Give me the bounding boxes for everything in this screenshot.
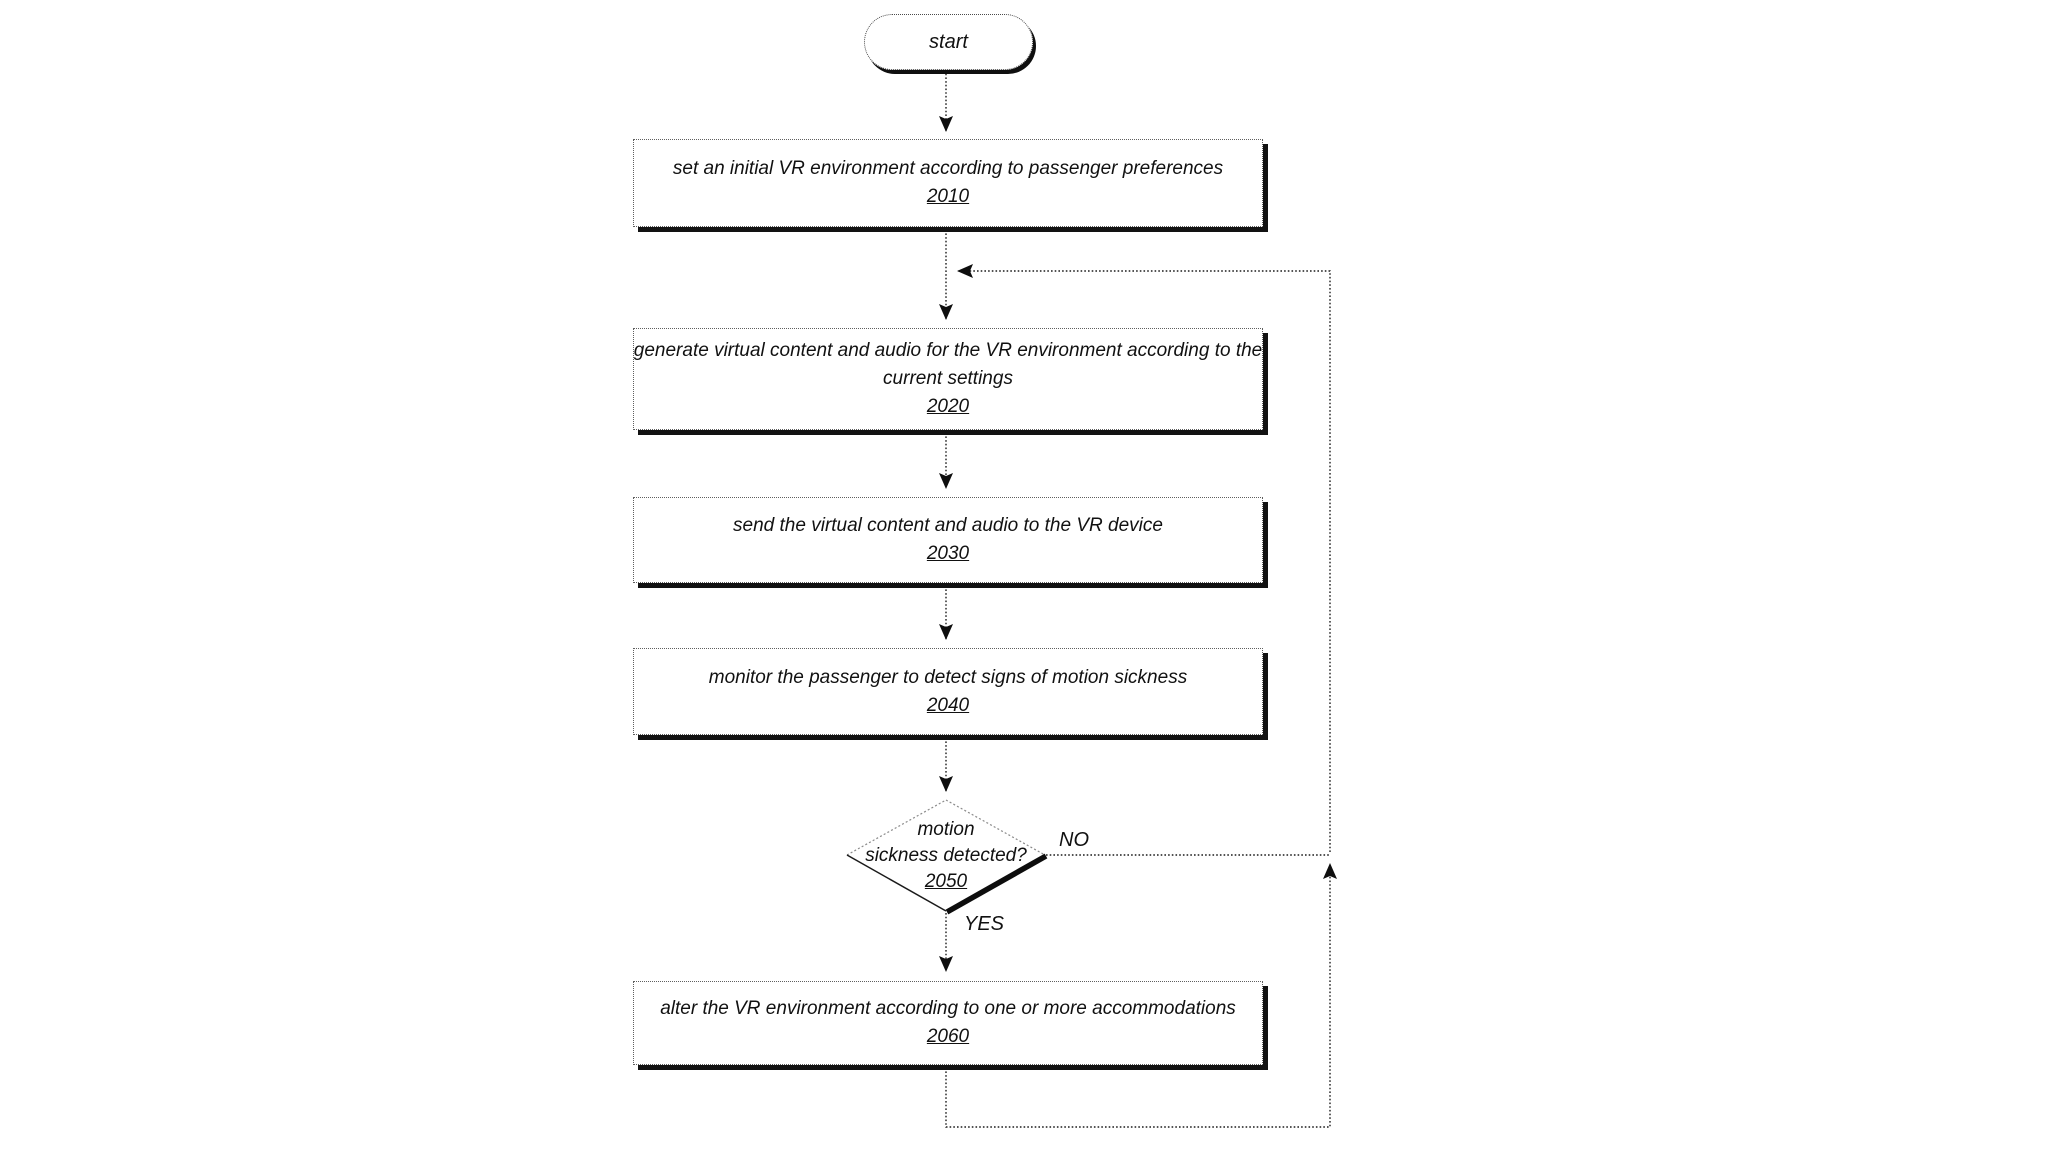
node-2020-label-line1: generate virtual content and audio for t… (633, 340, 1263, 361)
node-2060: alter the VR environment according to on… (633, 981, 1263, 1065)
edge-2060-loop (945, 863, 1337, 1128)
node-2010-label: set an initial VR environment according … (672, 158, 1224, 179)
node-2010: set an initial VR environment according … (633, 139, 1263, 227)
node-2050-decision-shape (846, 799, 1048, 915)
node-2020-label-line2: current settings (883, 368, 1013, 389)
diamond-edge-bottom-right-shadow (945, 853, 1048, 915)
node-2060-label: alter the VR environment according to on… (660, 998, 1236, 1019)
edge-label-no: NO (1057, 829, 1091, 852)
node-start-label: start (929, 30, 968, 53)
edge-return-to-2020 (957, 264, 1331, 852)
node-2050-label-line2: sickness detected? (865, 845, 1027, 866)
edge-label-yes: YES (962, 913, 1007, 936)
node-2040: monitor the passenger to detect signs of… (633, 648, 1263, 735)
node-2030: send the virtual content and audio to th… (633, 497, 1263, 583)
node-2030-label: send the virtual content and audio to th… (733, 515, 1163, 536)
diamond-edge-top-right (945, 799, 1046, 856)
node-2020: generate virtual content and audio for t… (633, 328, 1263, 430)
node-2030-ref: 2030 (926, 543, 970, 564)
node-2060-ref: 2060 (926, 1026, 970, 1047)
node-2050-label-block: motion sickness detected? 2050 (846, 817, 1046, 895)
diamond-edge-top-left (846, 799, 947, 856)
node-2010-ref: 2010 (926, 186, 970, 207)
node-2040-ref: 2040 (926, 694, 970, 716)
node-2040-label: monitor the passenger to detect signs of… (708, 666, 1188, 688)
node-2020-ref: 2020 (926, 396, 970, 417)
node-2050-ref: 2050 (924, 871, 968, 892)
node-start: start (864, 14, 1033, 70)
node-2050-label-line1: motion (917, 819, 975, 840)
diamond-edge-bottom-left (846, 854, 947, 912)
